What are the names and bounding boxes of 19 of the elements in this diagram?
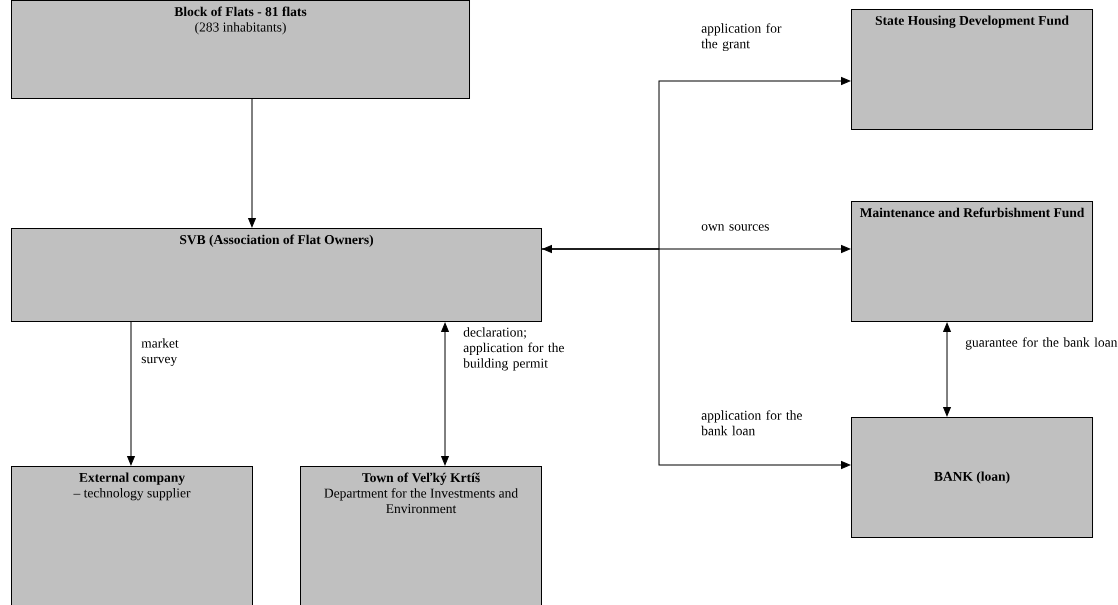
- arrow: [248, 98, 256, 228]
- edge-label: guarantee for the bank loan: [965, 337, 1118, 350]
- arrow: [542, 245, 851, 253]
- box: Block of Flats - 81 flats (283 inhabitants): [11, 0, 470, 99]
- box: External company – technology supplier: [11, 466, 253, 605]
- arrow: [943, 322, 951, 417]
- arrow: [127, 321, 135, 466]
- edge-label: declaration; application for the building permit: [463, 327, 564, 371]
- edge-label: application for the bank loan: [701, 410, 802, 436]
- box: Maintenance and Refurbishment Fund: [851, 201, 1093, 322]
- box: SVB (Association of Flat Owners): [11, 228, 542, 322]
- box: Town of Veľký Krtíš Department for the Investments and Environment: [300, 466, 542, 605]
- edge-label: market survey: [141, 338, 179, 366]
- edge-label: own sources: [701, 224, 769, 231]
- arrow: [541, 248, 851, 469]
- box: BANK (loan): [851, 417, 1093, 538]
- edge-label: application for the grant: [701, 23, 782, 52]
- arrow: [441, 322, 449, 466]
- box: State Housing Development Fund: [851, 9, 1093, 130]
